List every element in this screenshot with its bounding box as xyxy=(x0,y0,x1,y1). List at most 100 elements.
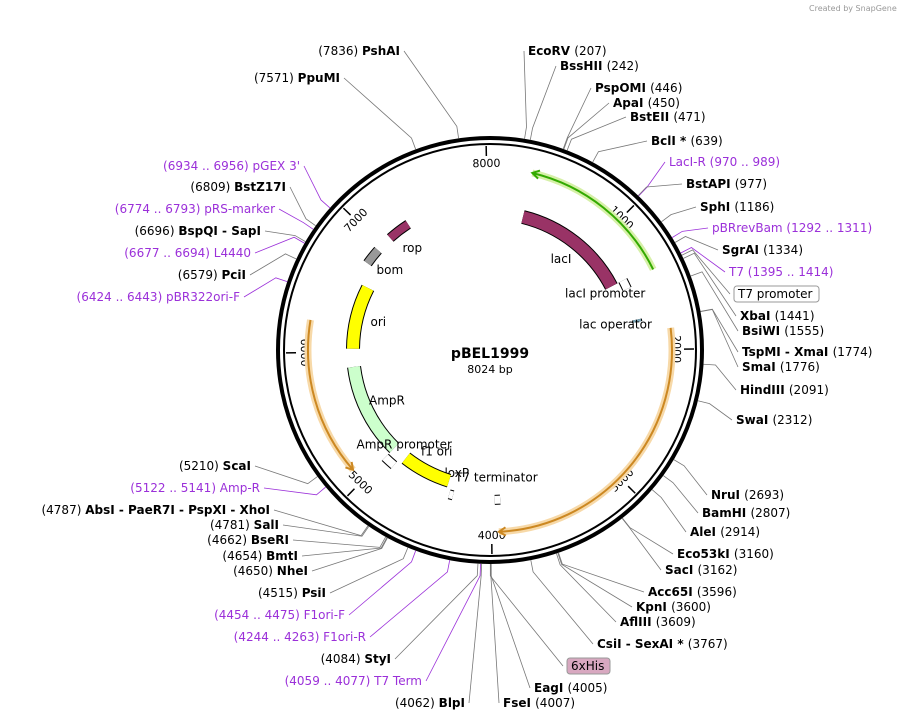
site-position: (1774) xyxy=(833,345,873,359)
site-label: SmaI (1776) xyxy=(742,360,820,374)
leader-line xyxy=(278,208,314,230)
feature-label: bom xyxy=(377,263,404,277)
site-label: T7 (1395 .. 1414) xyxy=(728,265,833,279)
site-label: (7571) PpuMI xyxy=(254,71,340,85)
site-label: HindIII (2091) xyxy=(740,383,829,397)
site-position: (1776) xyxy=(780,360,820,374)
feature-box-label: T7 promoter xyxy=(737,287,813,301)
leader-line xyxy=(249,253,297,276)
leader-line xyxy=(394,563,479,660)
site-label: (4454 .. 4475) F1ori-F xyxy=(214,608,345,622)
tick-mark xyxy=(342,207,352,216)
site-name: BseRI xyxy=(251,533,289,547)
leader-line xyxy=(468,563,483,704)
site-position: (242) xyxy=(607,59,639,73)
leader-line xyxy=(700,308,739,353)
site-label: (6934 .. 6956) pGEX 3' xyxy=(163,159,300,173)
feature-label: lac operator xyxy=(579,318,652,332)
snapgene-credit: Created by SnapGene xyxy=(809,4,897,13)
site-label: (4781) SalI xyxy=(210,518,279,532)
leader-line xyxy=(292,536,387,548)
plasmid-length: 8024 bp xyxy=(467,363,512,376)
lacI-outer-head xyxy=(530,169,541,180)
site-name: BstZ17I xyxy=(234,180,286,194)
site-leader-lines xyxy=(243,50,739,704)
site-label: (4084) StyI xyxy=(321,652,391,666)
leader-line xyxy=(700,309,739,368)
lacI-outer-line xyxy=(532,172,655,270)
site-name: PpuMI xyxy=(298,71,340,85)
site-label: TspMI - XmaI (1774) xyxy=(742,345,872,359)
site-position: (446) xyxy=(650,81,682,95)
leader-line xyxy=(289,186,316,227)
site-position: (5122 .. 5141) Amp-R xyxy=(130,481,260,495)
site-position: (5210) xyxy=(179,459,223,473)
leader-line xyxy=(680,247,726,273)
site-position: (977) xyxy=(735,177,767,191)
site-position: (4059 .. 4077) T7 Term xyxy=(285,674,422,688)
feature-tag-label: 6xHis xyxy=(571,659,604,673)
site-position: T7 (1395 .. 1414) xyxy=(728,265,833,279)
site-position: (4007) xyxy=(535,696,575,710)
site-position: (3160) xyxy=(734,547,774,561)
site-name: PsiI xyxy=(302,586,326,600)
site-position: (4084) xyxy=(321,652,365,666)
leader-line xyxy=(671,227,709,238)
site-position: (6579) xyxy=(178,268,222,282)
site-position: LacI-R (970 .. 989) xyxy=(669,155,780,169)
site-name: EcoRV xyxy=(528,44,574,58)
site-name: HindIII xyxy=(740,383,789,397)
site-name: PspOMI xyxy=(595,81,650,95)
site-name: PciI xyxy=(222,268,247,282)
leader-line xyxy=(637,183,683,196)
site-position: (4454 .. 4475) F1ori-F xyxy=(214,608,345,622)
site-label: BssHII (242) xyxy=(560,59,639,73)
site-position: (4662) xyxy=(207,533,251,547)
site-label: SgrAI (1334) xyxy=(722,243,803,257)
feature-label: AmpR xyxy=(369,394,405,408)
leader-line xyxy=(425,563,482,682)
site-position: (2693) xyxy=(744,488,784,502)
site-position: (6696) xyxy=(135,224,179,238)
site-name: BamHI xyxy=(702,506,750,520)
site-label: (4059 .. 4077) T7 Term xyxy=(285,674,422,688)
site-label: BclI * (639) xyxy=(651,134,723,148)
site-position: (1555) xyxy=(784,324,824,338)
site-position: (6934 .. 6956) pGEX 3' xyxy=(163,159,300,173)
leader-line xyxy=(523,50,527,139)
site-position: (1334) xyxy=(763,243,803,257)
site-name: FseI xyxy=(503,696,535,710)
site-label: (4654) BmtI xyxy=(222,549,298,563)
leader-line xyxy=(490,563,500,704)
site-name: BstAPI xyxy=(686,177,735,191)
leader-line xyxy=(566,116,627,151)
site-label: (4515) PsiI xyxy=(258,586,326,600)
leader-line xyxy=(329,547,409,594)
leader-line xyxy=(690,271,739,332)
leader-line xyxy=(489,563,564,667)
site-position: (3609) xyxy=(656,615,696,629)
site-position: (4515) xyxy=(258,586,302,600)
site-position: (450) xyxy=(648,96,680,110)
leader-line xyxy=(697,400,733,421)
site-name: KpnI xyxy=(636,600,671,614)
site-label: PspOMI (446) xyxy=(595,81,682,95)
site-position: (4781) xyxy=(210,518,254,532)
leader-line xyxy=(243,277,288,298)
site-label: (6579) PciI xyxy=(178,268,246,282)
feature-box xyxy=(566,657,611,675)
leader-line xyxy=(622,517,674,555)
backbone-inner-ring xyxy=(283,143,697,557)
leader-line xyxy=(651,489,687,533)
feature-f1-ori xyxy=(402,453,451,487)
site-label: SwaI (2312) xyxy=(736,413,812,427)
site-label: FseI (4007) xyxy=(503,696,575,710)
feature-label: AmpR promoter xyxy=(357,437,452,451)
tick-label: 8000 xyxy=(472,157,500,171)
leader-line xyxy=(263,486,326,496)
feature-label: lacI promoter xyxy=(565,287,645,301)
site-name: NheI xyxy=(277,564,308,578)
site-name: CsiI - SexAI * xyxy=(597,637,688,651)
site-name: SacI xyxy=(665,563,698,577)
